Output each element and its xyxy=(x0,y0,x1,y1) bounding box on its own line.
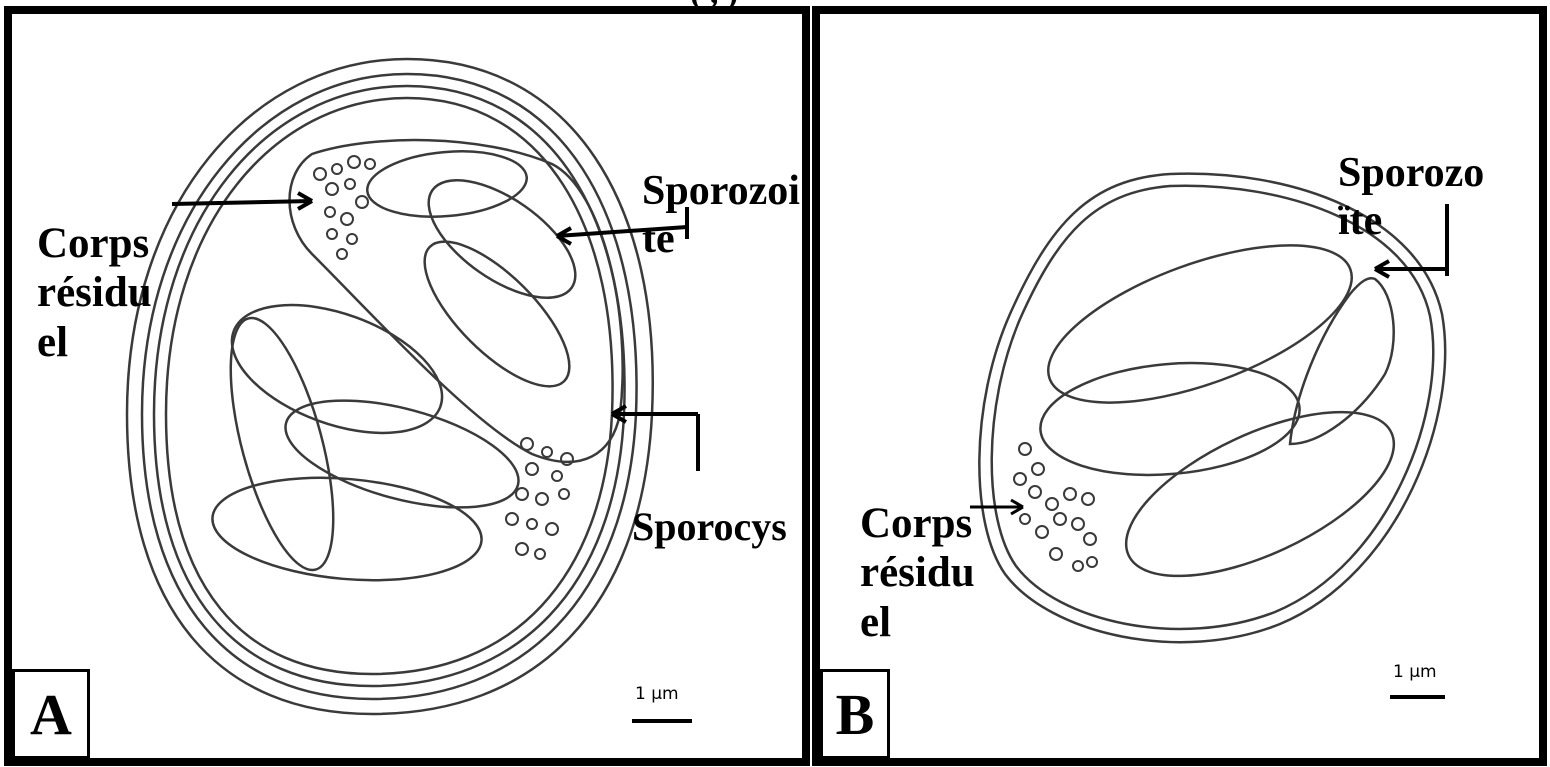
sporozoite-a4 xyxy=(215,280,459,459)
sporozoite-b2 xyxy=(1036,353,1305,485)
sporocyst-upper xyxy=(290,140,623,462)
scale-bar-label-a: 1 µm xyxy=(635,684,679,704)
oocyst-wall-b-2 xyxy=(992,186,1434,629)
panel-a: Corps résidu el Sporozoi te Sporocys 1 µ… xyxy=(4,6,810,766)
label-corps-residuel-b: Corps résidu el xyxy=(860,499,975,647)
sporozoite-a7 xyxy=(210,308,355,580)
label-sporozoite-a: Sporozoi te xyxy=(642,167,800,264)
scale-bar-label-b: 1 µm xyxy=(1393,662,1437,682)
sporozoite-a5 xyxy=(274,379,529,528)
label-sporozoite-b: Sporozo ïte xyxy=(1338,149,1484,246)
oocyst-diagram-a xyxy=(12,14,802,758)
sporozoite-a3 xyxy=(403,220,591,408)
label-corps-residuel-a: Corps résidu el xyxy=(37,219,152,367)
arrow-sporocyst-a xyxy=(612,406,698,471)
panel-letter-b: B xyxy=(820,669,890,759)
sporozoite-a2 xyxy=(409,157,594,320)
sporozoite-b4 xyxy=(1103,378,1417,609)
sporozoite-a1 xyxy=(365,145,530,223)
panel-b: Sporozo ïte Corps résidu el 1 µm B xyxy=(812,6,1547,766)
panel-letter-a: A xyxy=(12,669,90,759)
residual-body-granules-upper xyxy=(314,156,375,259)
residual-body-granules-b xyxy=(1014,443,1097,571)
sporozoite-b1 xyxy=(1029,213,1371,435)
label-sporocyst-a: Sporocys xyxy=(632,504,787,550)
sporozoite-a6 xyxy=(208,467,486,590)
